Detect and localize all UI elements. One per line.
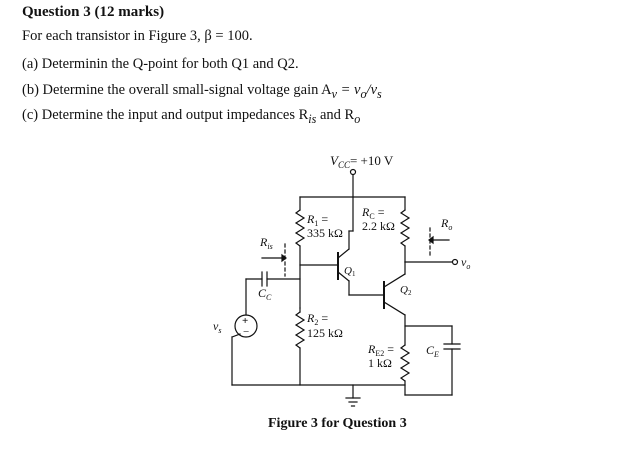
rc-label: RC =: [361, 205, 385, 221]
question-title: Question 3 (12 marks): [22, 4, 165, 20]
part-c-sub-o: o: [354, 111, 361, 126]
q2-label: Q2: [400, 284, 412, 297]
ce-label: CE: [426, 343, 439, 359]
vo-label: vo: [461, 255, 470, 271]
re2-value: 1 kΩ: [368, 356, 392, 370]
vs-minus: −: [243, 326, 249, 338]
cc-label: CC: [258, 286, 272, 302]
re2-label: RE2 =: [367, 342, 394, 358]
vcc-label: VCC= +10 V: [330, 153, 394, 170]
part-b-text: (b) Determine the overall small-signal v…: [22, 82, 332, 98]
r2-value: 125 kΩ: [307, 326, 343, 340]
r2-label: R2 =: [306, 311, 328, 327]
part-b-sub-o: o: [360, 86, 367, 101]
ro-label: Ro: [440, 216, 452, 232]
re2-resistor: [399, 344, 411, 382]
r1-value: 335 kΩ: [307, 226, 343, 240]
r1-resistor: [294, 209, 306, 247]
part-c: (c) Determine the input and output imped…: [22, 107, 360, 127]
rc-resistor: [399, 209, 411, 247]
vo-terminal: [451, 258, 459, 266]
figure-caption: Figure 3 for Question 3: [268, 416, 407, 431]
part-b-sub-v: v: [331, 86, 338, 101]
part-b-sub-s: s: [377, 86, 382, 101]
part-c-sub-is: is: [308, 111, 317, 126]
r1-label: R1 =: [306, 212, 328, 228]
vs-plus: +: [242, 315, 248, 327]
part-a: (a) Determinin the Q-point for both Q1 a…: [22, 56, 299, 72]
part-b-eq: = v: [337, 82, 361, 98]
part-b: (b) Determine the overall small-signal v…: [22, 82, 382, 102]
vcc-terminal: [349, 168, 357, 176]
part-b-slash: /v: [366, 82, 378, 98]
part-c-text: (c) Determine the input and output imped…: [22, 107, 309, 123]
q1-label: Q1: [344, 265, 356, 278]
r2-resistor: [294, 311, 306, 349]
question-intro: For each transistor in Figure 3, β = 100…: [22, 28, 253, 44]
rc-value: 2.2 kΩ: [362, 219, 395, 233]
part-c-and: and R: [316, 107, 355, 123]
vs-label: vs: [213, 319, 221, 335]
ris-label: Ris: [259, 235, 273, 251]
